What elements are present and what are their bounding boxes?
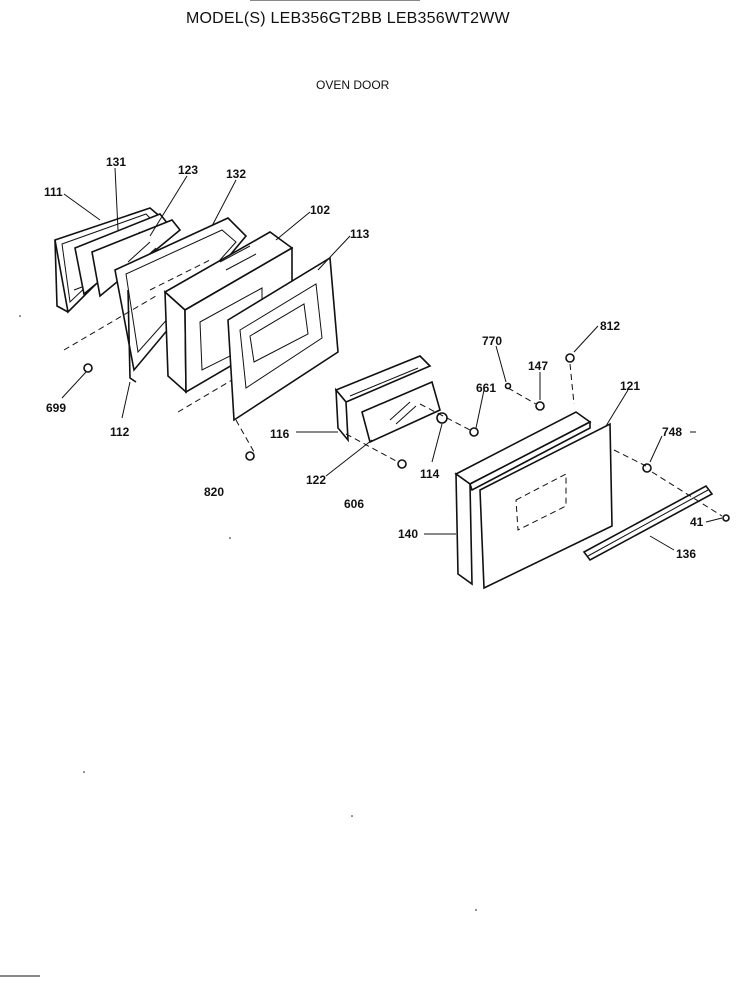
callout-606: 606 [344, 497, 364, 511]
screw-606-icon [397, 459, 407, 469]
section-title: OVEN DOOR [316, 78, 390, 92]
callout-132: 132 [226, 167, 246, 181]
callout-112: 112 [110, 425, 130, 439]
callout-699: 699 [46, 401, 66, 415]
model-title: MODEL(S) LEB356GT2BB LEB356WT2WW [186, 10, 510, 27]
callout-820: 820 [204, 485, 224, 499]
callout-748: 748 [662, 425, 682, 439]
callout-770: 770 [482, 334, 502, 348]
callout-140: 140 [398, 527, 418, 541]
callout-131: 131 [106, 155, 126, 169]
part-116-bracket [334, 355, 432, 443]
callout-labels: 111 131 123 132 102 113 699 112 820 116 … [44, 155, 704, 561]
screw-820-icon [245, 451, 255, 461]
part-121-outer-glass [479, 422, 613, 590]
leader-lines [61, 167, 723, 551]
part-123-glass [91, 219, 182, 298]
assembly-lines [63, 295, 723, 517]
callout-111: 111 [44, 185, 63, 199]
screw-699-icon [83, 363, 93, 373]
screw-41-icon [722, 514, 730, 522]
screw-661-icon [469, 427, 479, 437]
callout-121: 121 [620, 379, 640, 393]
part-770-icon [504, 382, 512, 390]
callout-113: 113 [350, 227, 370, 241]
part-114-icon [436, 412, 448, 424]
callout-123: 123 [178, 163, 198, 177]
callout-147: 147 [528, 359, 548, 373]
callout-122: 122 [306, 473, 326, 487]
part-147-icon [535, 401, 545, 411]
part-113-inner-panel [227, 256, 339, 422]
part-140-outer-door [454, 411, 592, 586]
callout-116: 116 [270, 427, 290, 441]
screw-812-icon [565, 353, 575, 363]
part-136-handle [582, 484, 714, 562]
callout-661: 661 [476, 381, 496, 395]
callout-812: 812 [600, 319, 620, 333]
part-112-strip [121, 289, 137, 419]
part-122-glass [361, 380, 441, 444]
callout-102: 102 [310, 203, 330, 217]
callout-114: 114 [420, 467, 440, 481]
hardware [83, 353, 730, 522]
callout-136: 136 [676, 547, 696, 561]
callout-41: 41 [690, 515, 704, 529]
